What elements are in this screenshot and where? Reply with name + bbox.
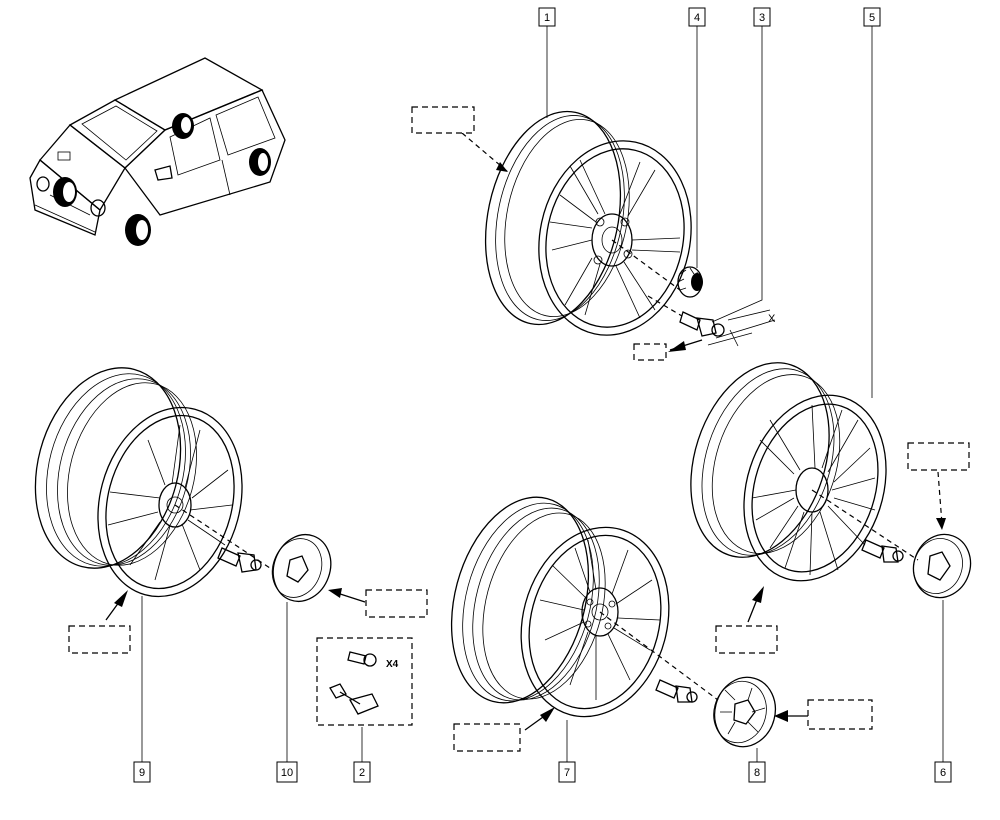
callout-6: 6 xyxy=(934,761,952,783)
callout-8: 8 xyxy=(748,761,766,783)
locking-nut-4 xyxy=(611,239,703,298)
bolt-quantity-label: X4 xyxy=(386,659,399,670)
wheel-7 xyxy=(450,496,719,731)
centre-cap-6 xyxy=(912,471,972,599)
wheel-bolt-7 xyxy=(655,679,698,703)
svg-text:10: 10 xyxy=(281,767,293,779)
callout-3: 3 xyxy=(753,7,771,27)
bolt-kit-2: X4 xyxy=(316,637,413,726)
wheel-cover-10 xyxy=(271,533,366,603)
svg-text:5: 5 xyxy=(869,12,875,24)
reference-box-1 xyxy=(411,106,475,134)
callout-leaders xyxy=(141,26,944,762)
wheel-1 xyxy=(461,110,692,336)
callout-1: 1 xyxy=(538,7,556,27)
svg-text:9: 9 xyxy=(139,767,145,779)
reference-box-3 xyxy=(633,343,667,361)
wheel-bolt-3: X xyxy=(647,295,776,352)
callout-7: 7 xyxy=(558,761,576,783)
reference-box-9 xyxy=(68,625,131,654)
wheel-bolt-9 xyxy=(217,547,262,573)
svg-text:8: 8 xyxy=(754,767,760,779)
svg-text:3: 3 xyxy=(759,12,765,24)
wheel-bolt-5 xyxy=(861,539,904,563)
callout-9: 9 xyxy=(133,761,151,783)
car-illustration xyxy=(29,57,286,246)
reference-box-7 xyxy=(453,723,521,752)
reference-box-8 xyxy=(807,699,873,730)
dimension-x-label: X xyxy=(768,313,776,325)
hub-cap-8 xyxy=(713,676,808,748)
reference-box-6 xyxy=(907,442,970,471)
svg-text:6: 6 xyxy=(940,767,946,779)
svg-text:1: 1 xyxy=(544,12,550,24)
wheel-5 xyxy=(690,362,919,623)
callout-5: 5 xyxy=(863,7,881,27)
svg-text:4: 4 xyxy=(694,12,700,24)
svg-text:7: 7 xyxy=(564,767,570,779)
reference-box-10 xyxy=(365,589,428,618)
wheel-9 xyxy=(34,367,271,621)
callout-2: 2 xyxy=(353,761,371,783)
callout-4: 4 xyxy=(688,7,706,27)
reference-box-5 xyxy=(715,625,778,654)
callout-10: 10 xyxy=(276,761,298,783)
svg-text:2: 2 xyxy=(359,767,365,779)
